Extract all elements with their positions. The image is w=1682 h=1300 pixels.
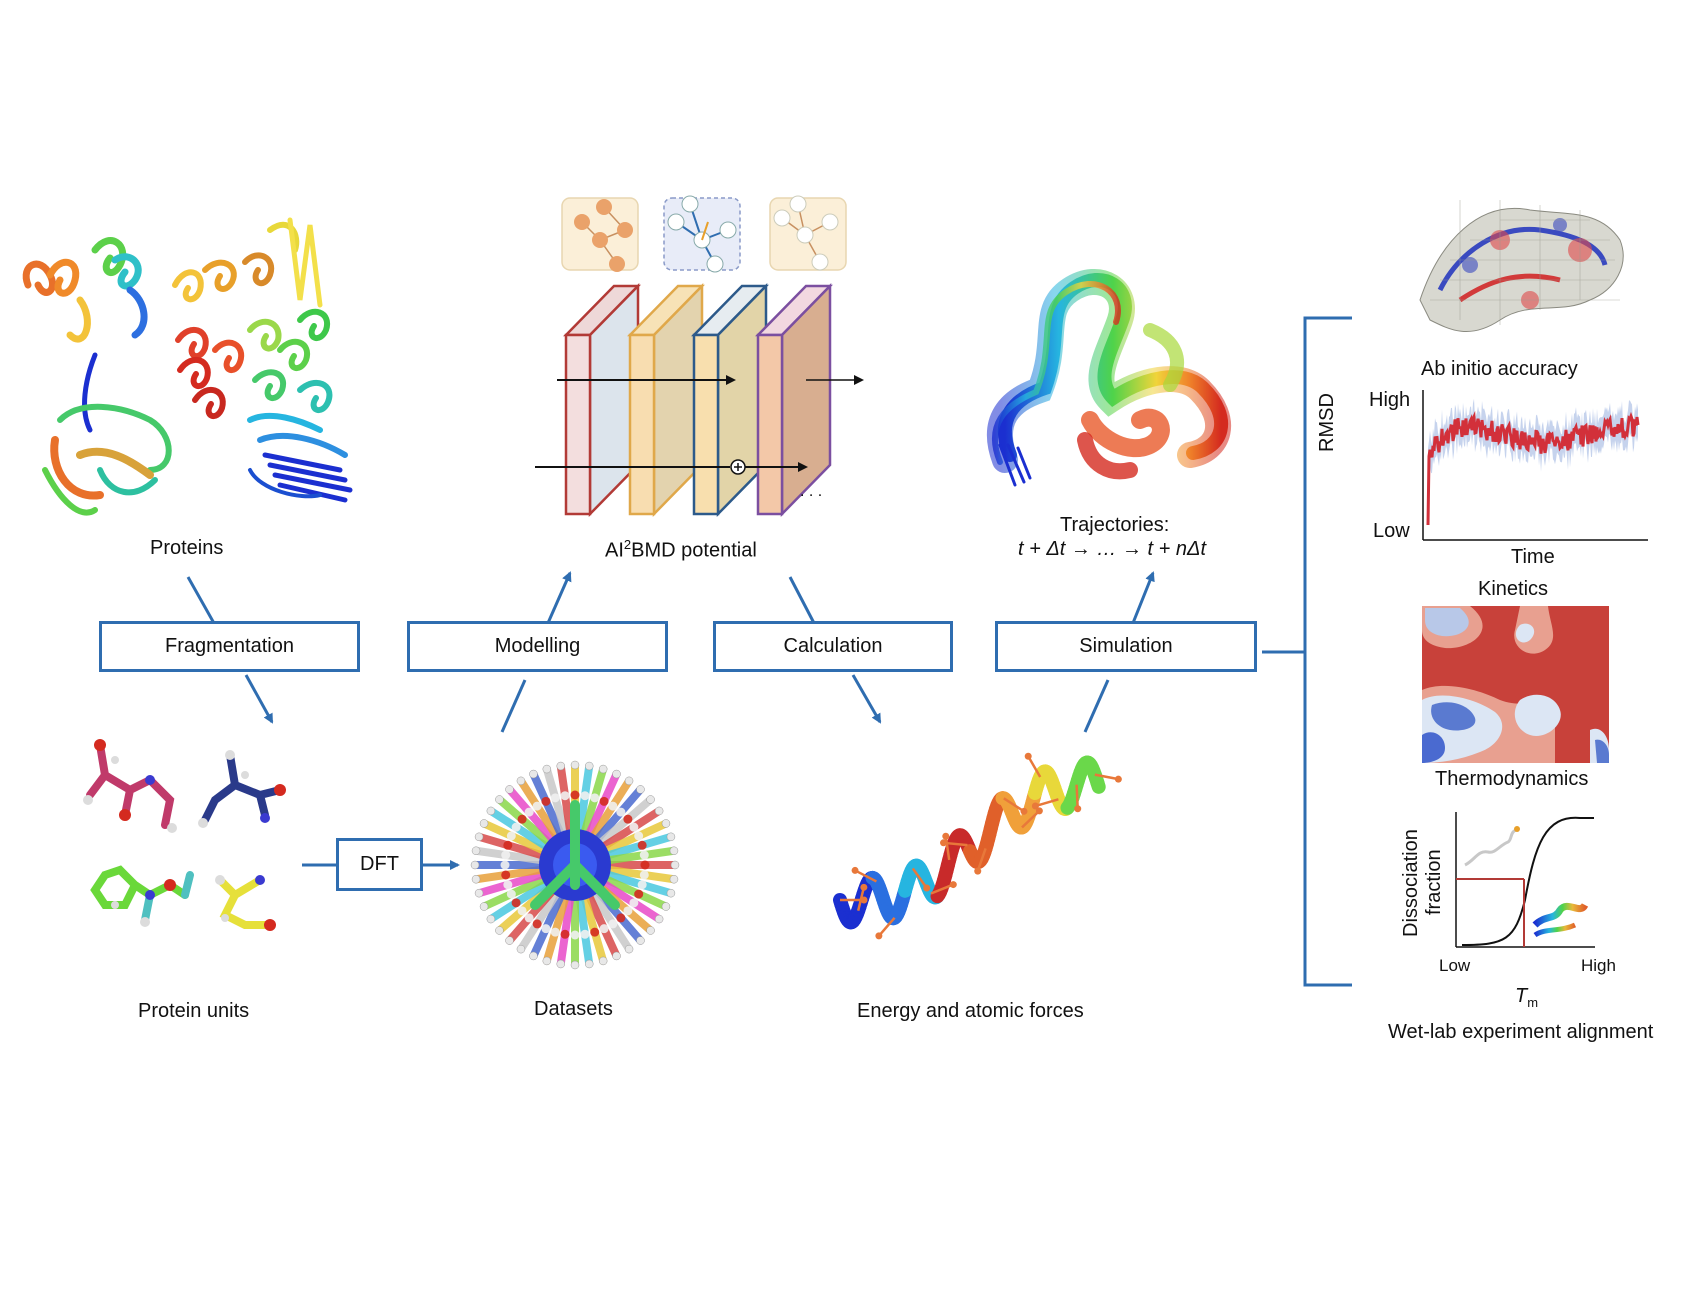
ai2bmd-network-illustration [535,195,864,518]
datasets-illustration [470,760,680,970]
thermodynamics-label: Thermodynamics [1435,768,1589,790]
graph-tile-1 [561,197,639,272]
graph-tile-3 [769,195,847,271]
kinetics-trace [1426,410,1640,526]
wetlab-ylabel-2: fraction [1423,849,1445,915]
ab-initio-illustration [1419,200,1624,333]
simulation-box: Simulation [995,621,1257,672]
kinetics-title: Kinetics [1478,578,1549,600]
proteins-illustration [22,217,353,516]
kinetics-chart [1422,390,1648,541]
wetlab-x-high: High [1581,956,1616,975]
wetlab-xlabel-sub: m [1527,995,1539,1010]
trajectories-formula: t + Δt → … → t + nΔt [1018,538,1206,560]
potential-label-sup: 2 [623,537,632,552]
wetlab-title: Wet-lab experiment alignment [1388,1021,1654,1043]
calculation-box: Calculation [713,621,953,672]
wetlab-xlabel: Tm [1515,985,1538,1010]
layer-panel-1 [563,282,641,518]
fragmentation-box: Fragmentation [99,621,360,672]
kinetics-ylabel: RMSD [1316,393,1338,452]
ab-initio-label: Ab initio accuracy [1421,358,1578,380]
energy-forces-illustration [833,752,1122,940]
protein-units-illustration [83,739,286,931]
wetlab-xlabel-main: T [1515,985,1528,1007]
kinetics-y-low: Low [1373,520,1410,542]
trajectories-illustration [987,269,1231,487]
wetlab-ylabel-1: Dissociation [1400,829,1422,937]
datasets-label: Datasets [534,998,613,1020]
wetlab-sigmoid [1461,816,1594,946]
protein-units-label: Protein units [138,1000,250,1022]
trajectories-title: Trajectories: [1060,514,1170,536]
layer-panel-2 [627,282,705,518]
wetlab-chart [1455,812,1595,948]
graph-tile-2 [663,195,741,273]
potential-label-suffix: BMD potential [631,539,757,562]
kinetics-xlabel: Time [1511,546,1555,568]
kinetics-y-high: High [1369,389,1411,411]
energy-forces-label: Energy and atomic forces [857,1000,1084,1022]
flow-arrows [186,316,1352,987]
wetlab-x-low: Low [1439,956,1471,975]
dft-box: DFT [336,838,423,891]
layer-panel-4 [755,282,833,518]
layers-ellipsis: . . . [800,483,823,500]
potential-label-prefix: AI [605,539,624,562]
layer-panel-3 [691,282,769,518]
modelling-box: Modelling [407,621,668,672]
proteins-label: Proteins [150,537,224,559]
potential-label: AI2BMD potential [605,537,757,563]
thermodynamics-map [1422,606,1609,763]
